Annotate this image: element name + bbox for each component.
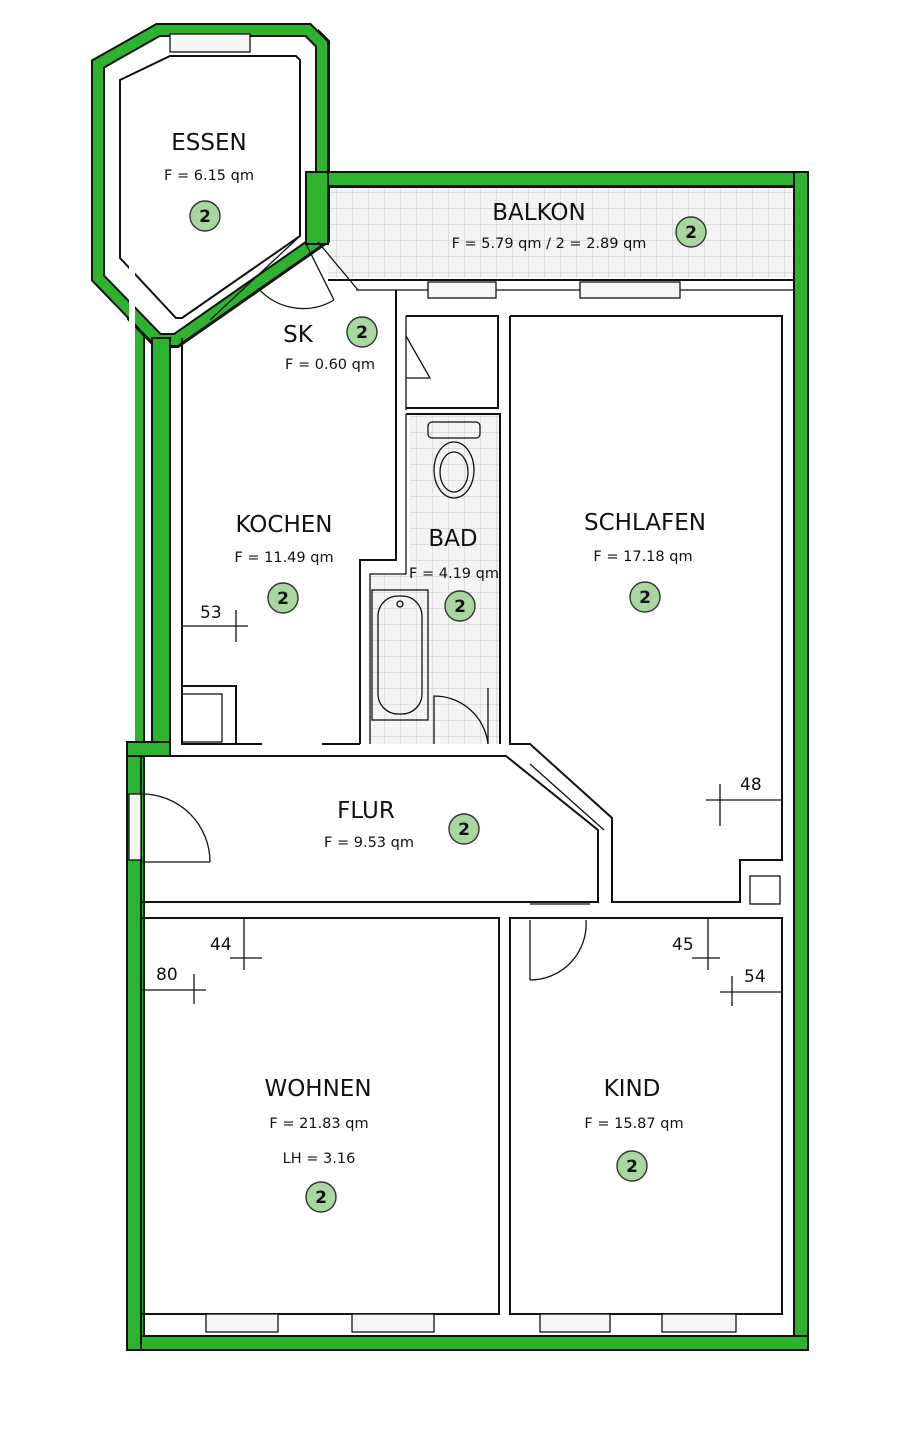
svg-text:2: 2 <box>277 589 289 609</box>
room-name-bad: BAD <box>428 526 477 552</box>
dimension-48: 48 <box>740 775 762 795</box>
room-name-schlafen: SCHLAFEN <box>584 510 706 536</box>
room-area-essen: F = 6.15 qm <box>164 168 254 184</box>
bath-floor-upper <box>410 414 500 574</box>
bath-floor-lower <box>370 574 500 744</box>
room-area-kind: F = 15.87 qm <box>584 1116 683 1132</box>
badge-essen: 2 <box>189 200 221 232</box>
dimension-53: 53 <box>200 603 222 623</box>
svg-text:2: 2 <box>685 223 697 243</box>
doors <box>140 235 605 981</box>
window-kind-1 <box>539 1313 611 1333</box>
badge-kind: 2 <box>616 1150 648 1182</box>
svg-text:2: 2 <box>626 1157 638 1177</box>
room-area-balkon: F = 5.79 qm / 2 = 2.89 qm <box>452 236 647 252</box>
room-name-kochen: KOCHEN <box>235 512 332 538</box>
exterior-wall-right <box>793 171 809 1351</box>
exterior-wall-left-step <box>126 741 171 757</box>
dimension-45: 45 <box>672 935 694 955</box>
window-essen <box>169 33 251 53</box>
room-name-essen: ESSEN <box>171 130 246 156</box>
badge-kochen: 2 <box>267 582 299 614</box>
exterior-wall-essen-link <box>305 171 329 245</box>
dimension-54: 54 <box>744 967 766 987</box>
svg-text:2: 2 <box>199 207 211 227</box>
svg-text:2: 2 <box>639 588 651 608</box>
room-area-kochen: F = 11.49 qm <box>234 550 333 566</box>
room-name-flur: FLUR <box>337 798 395 824</box>
room-name-balkon: BALKON <box>492 200 585 226</box>
dimension-marks <box>141 610 782 1006</box>
toilet-icon <box>427 421 481 499</box>
room-name-kind: KIND <box>604 1076 661 1102</box>
window-pantry <box>427 281 497 299</box>
room-name-sk: SK <box>283 322 314 348</box>
badge-wohnen: 2 <box>305 1181 337 1213</box>
room-area-flur: F = 9.53 qm <box>324 835 414 851</box>
window-wohnen-2 <box>351 1313 435 1333</box>
badge-sk: 2 <box>346 316 378 348</box>
badge-balkon: 2 <box>675 216 707 248</box>
svg-text:2: 2 <box>454 597 466 617</box>
exterior-wall-essen-green <box>93 25 327 345</box>
exterior-wall-top <box>321 171 809 187</box>
dimension-80: 80 <box>156 965 178 985</box>
exterior-wall-bottom <box>126 1335 809 1351</box>
balcony-floor <box>328 186 798 278</box>
room-name-wohnen: WOHNEN <box>264 1076 371 1102</box>
window-kind-2 <box>661 1313 737 1333</box>
room-area-sk: F = 0.60 qm <box>285 357 375 373</box>
room-area-bad: F = 4.19 qm <box>409 566 499 582</box>
essen-room <box>119 55 301 319</box>
svg-text:2: 2 <box>315 1188 327 1208</box>
room-area-schlafen: F = 17.18 qm <box>593 549 692 565</box>
window-flur-entry <box>128 793 142 861</box>
window-schlafen <box>579 281 681 299</box>
window-wohnen-1 <box>205 1313 279 1333</box>
windows <box>128 33 737 1333</box>
room-area-wohnen: F = 21.83 qm <box>269 1116 368 1132</box>
badge-flur: 2 <box>448 813 480 845</box>
exterior-wall-left-upper <box>151 337 171 753</box>
exterior-wall-main-fill <box>131 174 807 1349</box>
svg-text:2: 2 <box>458 820 470 840</box>
badge-schlafen: 2 <box>629 581 661 613</box>
exterior-wall-main <box>129 172 809 1351</box>
svg-text:2: 2 <box>356 323 368 343</box>
dimension-44: 44 <box>210 935 232 955</box>
room-ceiling-height-wohnen: LH = 3.16 <box>283 1151 356 1167</box>
badge-bad: 2 <box>444 590 476 622</box>
bathtub-icon <box>371 589 429 721</box>
